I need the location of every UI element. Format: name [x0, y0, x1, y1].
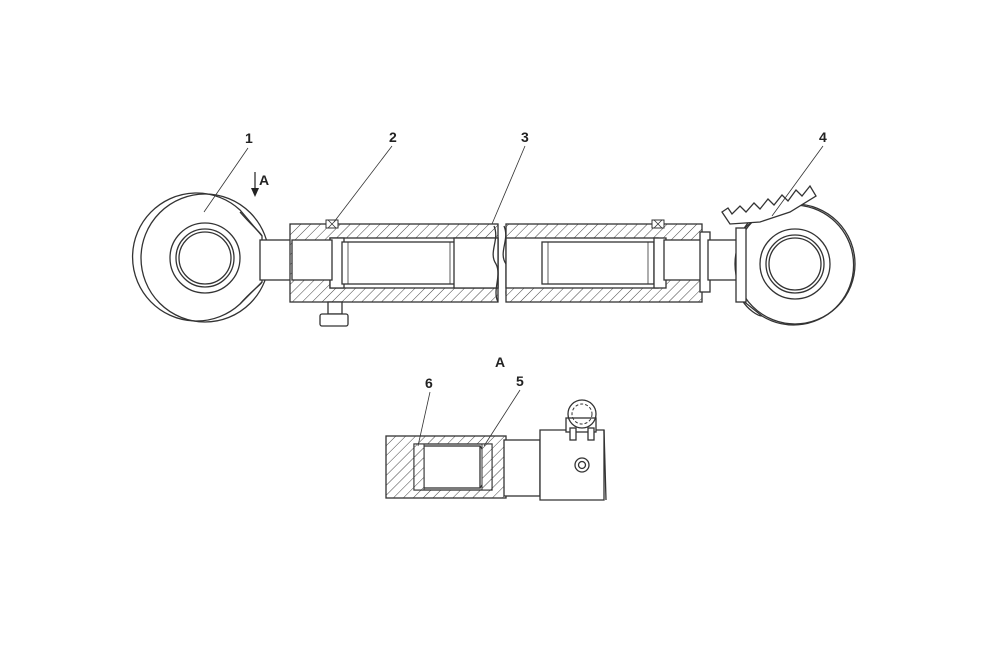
right-rod-eye	[721, 184, 856, 326]
break-line-left	[492, 225, 499, 303]
part-number-6: 6	[425, 375, 433, 391]
right-cylinder-body	[505, 219, 711, 303]
left-rod-neck	[259, 239, 293, 281]
part-number-3: 3	[521, 129, 529, 145]
detail-view-title: A	[495, 354, 505, 370]
part-number-4: 4	[819, 129, 827, 145]
left-rod-eye	[131, 192, 270, 323]
leader-lines	[203, 145, 824, 225]
left-cylinder-body	[289, 219, 499, 327]
main-view: A 1 2 3 4	[131, 129, 856, 327]
view-arrow-a	[251, 172, 259, 197]
part-number-1: 1	[245, 130, 253, 146]
part-number-5: 5	[516, 373, 524, 389]
part-number-2: 2	[389, 129, 397, 145]
detail-view-a: A 6 5	[385, 354, 607, 501]
view-arrow-label: A	[259, 172, 269, 188]
